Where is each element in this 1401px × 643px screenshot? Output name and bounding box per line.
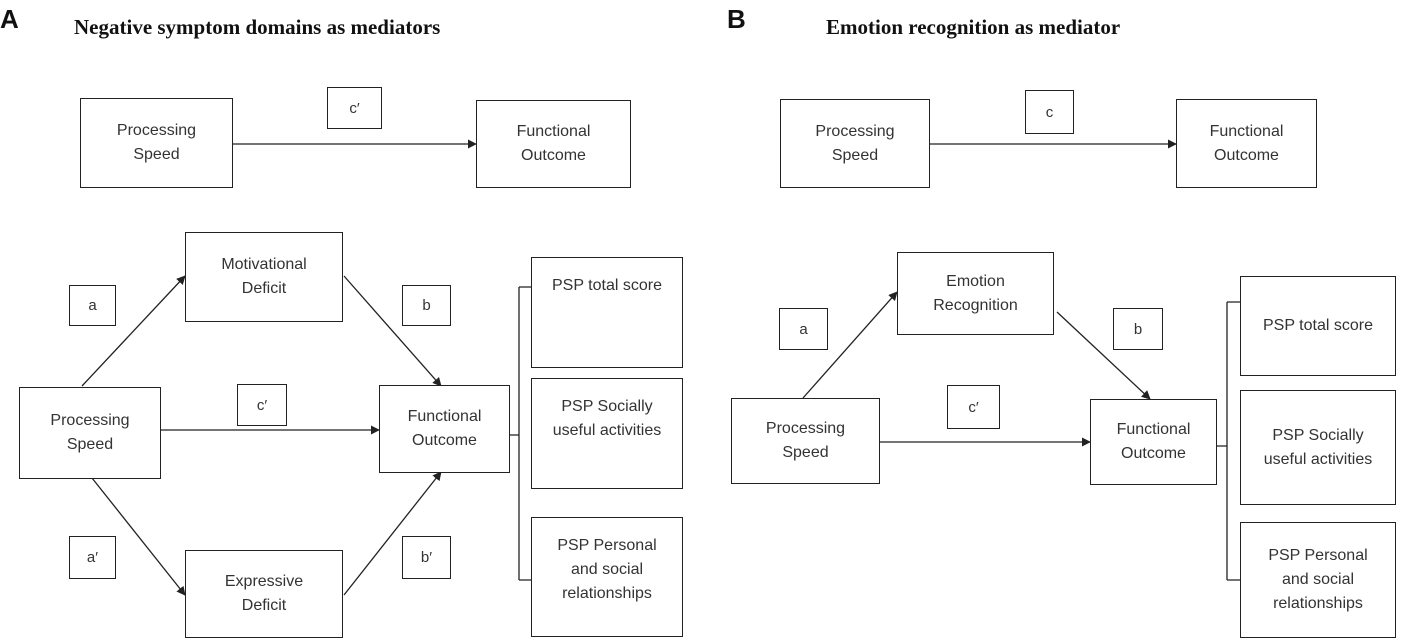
b-psp-personal-social-box: PSP Personal and social relationships xyxy=(1240,522,1396,638)
b-path-a-label: a xyxy=(779,308,828,350)
a-top-processing-speed-box: Processing Speed xyxy=(80,98,233,188)
arrow-b-path-a xyxy=(802,291,898,399)
arrow-a-path-a2 xyxy=(91,477,186,596)
b-path-c-label: c′ xyxy=(947,385,1000,429)
b-psp-socially-useful-box: PSP Socially useful activities xyxy=(1240,390,1396,505)
a-functional-outcome-box: Functional Outcome xyxy=(379,385,510,473)
bracket-b xyxy=(1217,301,1240,581)
b-top-processing-speed-box: Processing Speed xyxy=(780,99,930,188)
a-psp-socially-useful-box: PSP Socially useful activities xyxy=(531,378,683,489)
arrow-b-path-b xyxy=(1056,311,1151,400)
a-motivational-deficit-box: Motivational Deficit xyxy=(185,232,343,322)
b-psp-total-score-box: PSP total score xyxy=(1240,276,1396,376)
a-path-c-label: c′ xyxy=(237,384,287,426)
a-path-a-label: a xyxy=(69,285,116,326)
b-top-path-label: c xyxy=(1025,90,1074,134)
a-processing-speed-box: Processing Speed xyxy=(19,387,161,479)
a-top-functional-outcome-box: Functional Outcome xyxy=(476,100,631,188)
panel-title-a: Negative symptom domains as mediators xyxy=(74,15,441,39)
arrow-a-path-b xyxy=(343,275,442,387)
a-path-a2-label: a′ xyxy=(69,536,116,579)
a-top-path-label: c′ xyxy=(327,87,382,129)
b-path-b-label: b xyxy=(1113,308,1163,350)
b-processing-speed-box: Processing Speed xyxy=(731,398,880,484)
b-top-functional-outcome-box: Functional Outcome xyxy=(1176,99,1317,188)
a-expressive-deficit-box: Expressive Deficit xyxy=(185,550,343,638)
panel-letter-b: B xyxy=(727,4,746,34)
panel-title-b: Emotion recognition as mediator xyxy=(826,15,1121,39)
b-emotion-recognition-box: Emotion Recognition xyxy=(897,252,1054,335)
b-functional-outcome-box: Functional Outcome xyxy=(1090,399,1217,485)
a-psp-personal-social-box: PSP Personal and social relationships xyxy=(531,517,683,637)
a-psp-total-score-box: PSP total score xyxy=(531,257,683,368)
arrow-a-path-a xyxy=(81,275,186,387)
panel-letter-a: A xyxy=(0,4,19,34)
bracket-a xyxy=(509,286,531,581)
a-path-b2-label: b′ xyxy=(402,536,451,579)
arrow-a-path-b2 xyxy=(343,471,442,596)
a-path-b-label: b xyxy=(402,285,451,326)
